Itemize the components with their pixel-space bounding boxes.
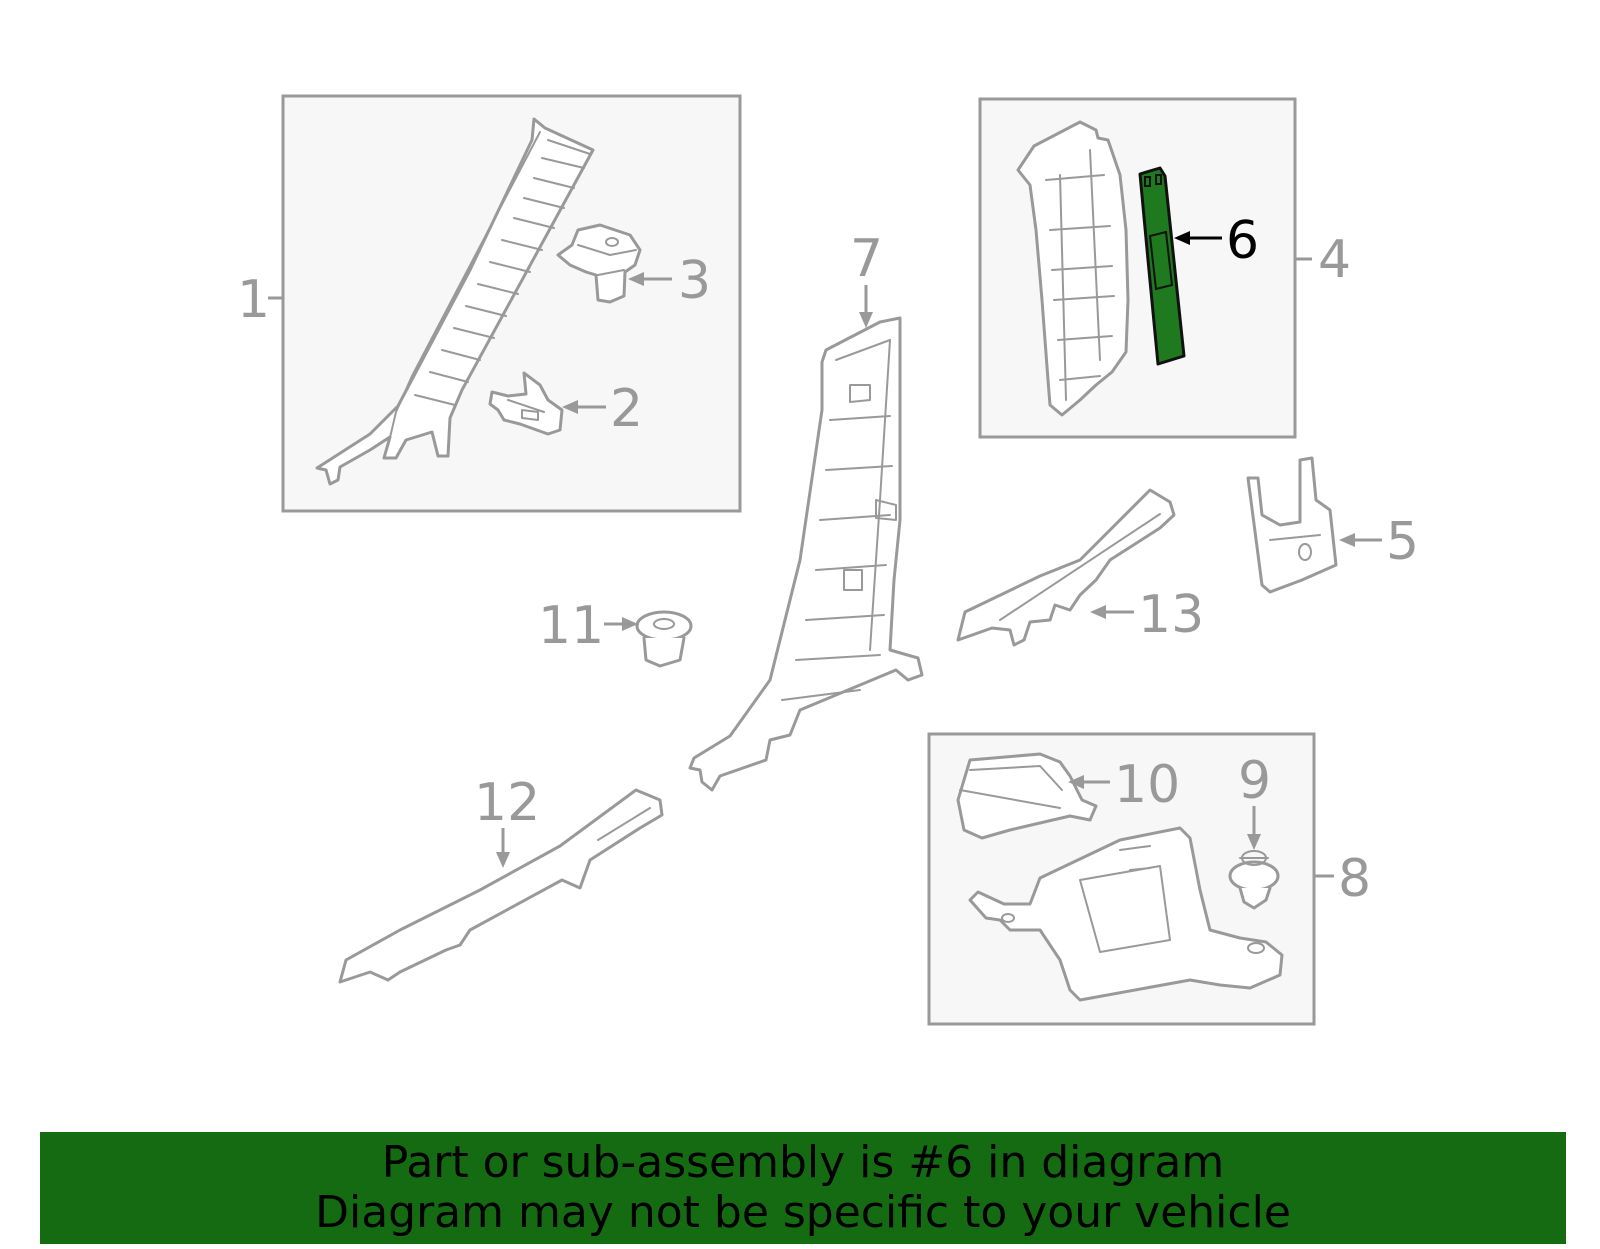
- callout-4: 4: [1318, 230, 1351, 290]
- callout-11: 11: [538, 596, 604, 656]
- part-2-bracket[interactable]: [488, 371, 564, 436]
- part-9-clip[interactable]: [1228, 850, 1280, 910]
- callout-6: 6: [1226, 211, 1259, 271]
- callout-9-leader: [1247, 806, 1261, 850]
- callout-9: 9: [1238, 751, 1271, 811]
- callout-12: 12: [474, 773, 540, 833]
- part-4-pillar-upper-trim[interactable]: [1016, 120, 1130, 417]
- callout-13-leader: [1090, 605, 1134, 619]
- callout-11-leader: [604, 617, 638, 631]
- part-13-sill-trim[interactable]: [956, 488, 1176, 647]
- callout-6-leader: [1174, 231, 1222, 245]
- callout-1: 1: [237, 270, 270, 330]
- callout-12-leader: [496, 828, 510, 868]
- part-8-lower-trim[interactable]: [968, 826, 1284, 1002]
- callout-3: 3: [678, 251, 711, 311]
- part-6-highlighted[interactable]: [1138, 166, 1186, 366]
- part-1-pillar-trim[interactable]: [315, 117, 595, 486]
- info-banner: Part or sub-assembly is #6 in diagram Di…: [40, 1132, 1566, 1244]
- banner-line-2: Diagram may not be specific to your vehi…: [315, 1187, 1291, 1238]
- callout-10-leader: [1068, 775, 1110, 789]
- part-10-cover[interactable]: [956, 752, 1098, 840]
- callout-7-leader: [859, 285, 873, 328]
- banner-line-1: Part or sub-assembly is #6 in diagram: [381, 1137, 1225, 1188]
- callout-13: 13: [1138, 585, 1204, 645]
- callout-5-leader: [1339, 533, 1382, 547]
- part-12-lower-sill-trim[interactable]: [338, 788, 664, 984]
- callout-5: 5: [1386, 512, 1419, 572]
- part-7-pillar-lower-trim[interactable]: [688, 316, 924, 792]
- callout-2-leader: [562, 400, 606, 414]
- part-5-bracket[interactable]: [1246, 456, 1338, 594]
- callout-10: 10: [1114, 755, 1180, 815]
- callout-3-leader: [628, 272, 672, 286]
- callout-2: 2: [610, 379, 643, 439]
- callout-7: 7: [850, 229, 883, 289]
- callout-8: 8: [1338, 849, 1371, 909]
- part-3-clip[interactable]: [556, 223, 642, 304]
- part-11-push-clip[interactable]: [635, 610, 693, 668]
